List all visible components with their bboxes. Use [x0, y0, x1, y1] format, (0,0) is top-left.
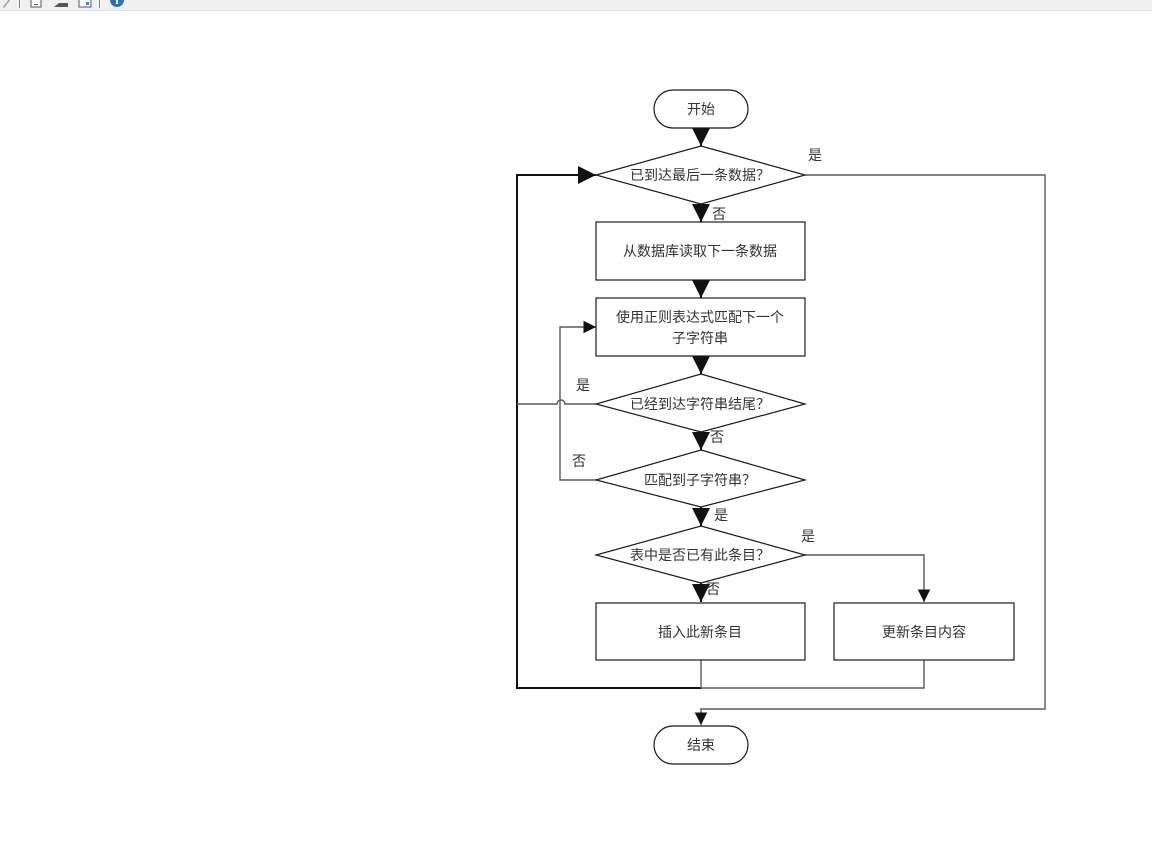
- decision-substring-matched: 匹配到子字符串？: [593, 449, 808, 508]
- connector-update-to-loop: [701, 660, 925, 689]
- read-next-record-label: 从数据库读取下一条数据: [623, 243, 777, 260]
- decision-end-of-string-label: 已经到达字符串结尾？: [630, 397, 770, 413]
- label-no-end-of-string: 否: [710, 430, 724, 446]
- toolbar-separator: [99, 0, 100, 8]
- page-icon[interactable]: [30, 0, 42, 8]
- label-yes-end-of-string: 是: [576, 378, 590, 394]
- window-icon[interactable]: [78, 0, 92, 8]
- label-no-substring-matched: 否: [572, 454, 586, 470]
- branch-labels: 是 否 是 否 否 是 是 否: [572, 148, 822, 598]
- label-no-entry-exists: 否: [706, 582, 720, 598]
- decision-last-record: 已到达最后一条数据？: [593, 145, 808, 205]
- start-node: 开始: [653, 89, 749, 129]
- toolbar: [0, 0, 1152, 11]
- process-regex-match: 使用正则表达式匹配下一个 子字符串: [595, 297, 806, 357]
- pencil-icon[interactable]: [2, 0, 12, 8]
- label-yes-last-record: 是: [808, 148, 822, 164]
- process-read-next-record: 从数据库读取下一条数据: [595, 221, 806, 281]
- regex-match-label-line1: 使用正则表达式匹配下一个: [616, 309, 784, 326]
- label-yes-entry-exists: 是: [801, 529, 815, 545]
- insert-entry-label: 插入此新条目: [658, 624, 742, 641]
- decision-end-of-string: 已经到达字符串结尾？: [593, 373, 808, 433]
- end-label: 结束: [687, 738, 715, 754]
- decision-entry-exists-label: 表中是否已有此条目？: [630, 547, 770, 564]
- connector-exists-yes-to-update: [805, 554, 931, 602]
- decision-entry-exists: 表中是否已有此条目？: [593, 525, 808, 584]
- connector-last-record-yes-to-end: [694, 174, 1046, 725]
- label-yes-substring-matched: 是: [714, 508, 728, 524]
- start-label: 开始: [687, 102, 715, 118]
- info-icon[interactable]: [109, 0, 125, 8]
- connector-end-of-string-yes: [517, 399, 596, 405]
- decision-last-record-label: 已到达最后一条数据？: [630, 167, 770, 184]
- decision-substring-matched-label: 匹配到子字符串？: [644, 473, 756, 489]
- label-no-last-record: 否: [712, 207, 726, 223]
- end-node: 结束: [653, 725, 749, 765]
- connectors: [516, 128, 1046, 725]
- eraser-icon[interactable]: [53, 0, 69, 8]
- connector-matched-no-to-regex: [559, 320, 596, 481]
- process-update-entry: 更新条目内容: [833, 602, 1015, 661]
- toolbar-separator: [19, 0, 20, 8]
- regex-match-label-line2: 子字符串: [672, 331, 728, 347]
- update-entry-label: 更新条目内容: [882, 624, 966, 641]
- process-insert-entry: 插入此新条目: [595, 602, 806, 661]
- connector-loop-back-to-decision: [516, 166, 701, 689]
